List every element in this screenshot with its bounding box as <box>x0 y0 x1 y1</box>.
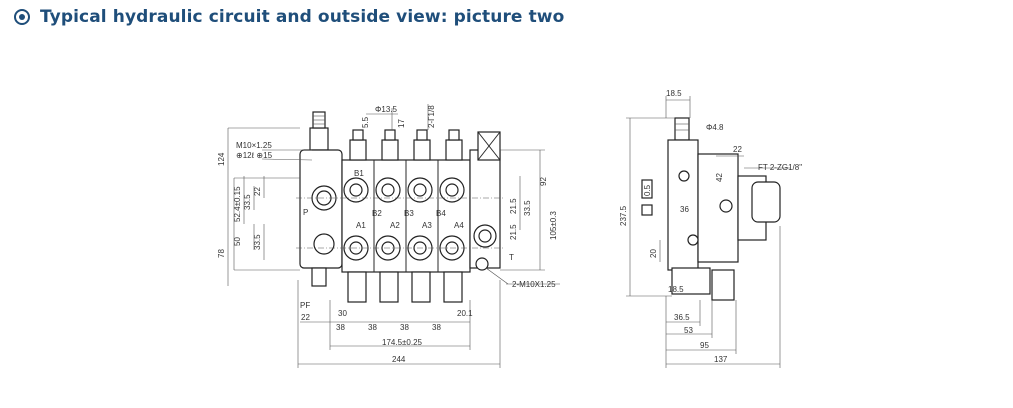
label-s185-top: 18.5 <box>666 89 682 98</box>
side-handle <box>751 181 781 223</box>
label-h124: 124 <box>217 152 226 166</box>
label-a4: A4 <box>454 221 464 230</box>
label-b3: B3 <box>404 209 414 218</box>
label-h50: 50 <box>233 237 242 246</box>
label-s185-bot: 18.5 <box>668 285 684 294</box>
label-d30: 30 <box>338 309 347 318</box>
label-s42: 42 <box>715 173 724 182</box>
relief-valve-cap <box>309 127 329 151</box>
label-d22: 22 <box>301 313 310 322</box>
label-r335: 33.5 <box>523 200 532 216</box>
side-bottom <box>671 267 711 295</box>
label-b4: B4 <box>436 209 446 218</box>
radio-selected-icon <box>14 9 30 25</box>
label-s05: 0.5 <box>643 184 652 196</box>
label-s22: 22 <box>733 145 742 154</box>
label-d17: 17 <box>397 119 406 128</box>
label-thread-b: ⊕12ℓ ⊕15 <box>236 151 273 160</box>
label-p: P <box>303 208 308 217</box>
label-h52: 52.4±0.15 <box>233 186 242 222</box>
label-ft: FT 2-ZG1/8" <box>758 163 802 172</box>
section-heading: Typical hydraulic circuit and outside vi… <box>14 4 564 30</box>
label-d38d: 38 <box>432 323 441 332</box>
label-r105: 105±0.3 <box>549 211 558 240</box>
label-a2: A2 <box>390 221 400 230</box>
label-t: T <box>509 253 514 262</box>
front-view: M10×1.25 ⊕12ℓ ⊕15 Φ13.5 5.5 17 2-Γ1/8 12… <box>217 104 560 368</box>
label-thread-a: M10×1.25 <box>236 141 272 150</box>
label-d38b: 38 <box>368 323 377 332</box>
label-d244: 244 <box>392 355 406 364</box>
label-s53: 53 <box>684 326 693 335</box>
label-s2375: 237.5 <box>619 205 628 226</box>
label-d38c: 38 <box>400 323 409 332</box>
label-m10: 2-M10X1.25 <box>512 280 556 289</box>
label-s36: 36 <box>680 205 689 214</box>
label-a3: A3 <box>422 221 432 230</box>
label-h335a: 33.5 <box>243 194 252 210</box>
label-b2: B2 <box>372 209 382 218</box>
side-body-main <box>667 139 699 271</box>
label-r92: 92 <box>539 177 548 186</box>
label-h22: 22 <box>253 187 262 196</box>
label-d55: 5.5 <box>361 116 370 128</box>
label-h335b: 33.5 <box>253 234 262 250</box>
label-d174: 174.5±0.25 <box>382 338 423 347</box>
label-r215a: 21.5 <box>509 198 518 214</box>
label-h78: 78 <box>217 249 226 258</box>
label-d38a: 38 <box>336 323 345 332</box>
label-a1: A1 <box>356 221 366 230</box>
label-s137: 137 <box>714 355 728 364</box>
label-b1: B1 <box>354 169 364 178</box>
label-d201: 20.1 <box>457 309 473 318</box>
side-relief-top <box>674 117 690 141</box>
outlet-section <box>469 149 501 269</box>
label-phi13: Φ13.5 <box>375 105 398 114</box>
label-pf: PF <box>300 301 310 310</box>
heading-text: Typical hydraulic circuit and outside vi… <box>40 7 565 27</box>
label-s20: 20 <box>649 249 658 258</box>
label-s95: 95 <box>700 341 709 350</box>
side-bottom-fitting <box>711 269 735 301</box>
side-view: 18.5 Φ4.8 22 FT 2-ZG1/8" 42 0.5 237.5 36… <box>619 89 802 368</box>
label-s365: 36.5 <box>674 313 690 322</box>
label-r215b: 21.5 <box>509 224 518 240</box>
label-phi48: Φ4.8 <box>706 123 724 132</box>
label-d2g: 2-Γ1/8 <box>427 105 436 128</box>
